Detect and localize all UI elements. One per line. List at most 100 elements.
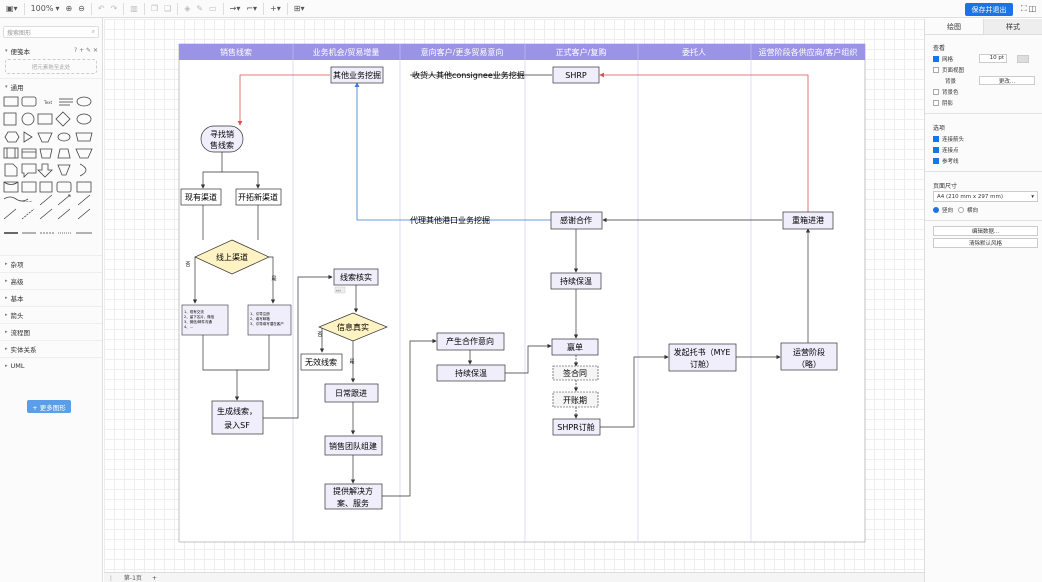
zoom-out-icon[interactable]: ⊖ <box>78 4 85 13</box>
section-misc[interactable]: ▸杂项 <box>0 255 102 272</box>
node-ops-shape[interactable] <box>780 342 838 371</box>
node-shrp-shape[interactable] <box>552 66 600 84</box>
left-list-4: 4、... <box>184 325 193 329</box>
save-and-exit-button[interactable]: 保存并退出 <box>965 3 1013 16</box>
tab-style[interactable]: 样式 <box>983 19 1042 34</box>
scratchpad-actions-icon[interactable]: ? + ✎ ✕ <box>74 47 98 54</box>
node-keep1: 持续保温 <box>455 368 487 378</box>
node-keep1-shape[interactable] <box>436 364 506 382</box>
connection-arrows-row: 连接箭头 <box>925 133 1042 144</box>
shadow-icon[interactable]: ▭ <box>209 4 217 13</box>
lane-opportunity: 业务机会/贸易增量 <box>313 47 380 57</box>
node-ops-l2: （略） <box>797 359 821 369</box>
node-verify-shape[interactable] <box>333 268 379 286</box>
node-return-shape[interactable] <box>782 211 834 230</box>
bg-color-row: 背景色 <box>925 86 1042 97</box>
redo-icon[interactable]: ↷ <box>110 4 118 13</box>
node-real: 信息真实 <box>337 322 369 332</box>
shape-search[interactable]: 搜索图形 ⌕ <box>3 26 99 38</box>
undo-icon[interactable]: ↶ <box>97 4 105 13</box>
node-won: 赢单 <box>567 342 583 352</box>
scratchpad-header[interactable]: ▾ 便笺本 ? + ✎ ✕ <box>5 47 98 56</box>
add-page-icon[interactable]: + <box>151 575 157 582</box>
node-follow-shape[interactable] <box>324 383 379 403</box>
node-edit-tag-shape <box>334 286 346 294</box>
more-shapes-button[interactable]: + 更多图形 <box>27 400 71 413</box>
zoom-in-icon[interactable]: ⊕ <box>65 4 73 13</box>
scratchpad-dropzone[interactable]: 把元素拖至此处 <box>5 59 97 74</box>
node-generate-l2: 录入SF <box>224 421 250 430</box>
label-yes: 是 <box>271 276 276 282</box>
node-new-channel-shape[interactable] <box>235 188 282 206</box>
change-background-button[interactable]: 更改... <box>979 76 1035 85</box>
clear-default-style-button[interactable]: 清除默认风格 <box>933 238 1038 248</box>
to-front-icon[interactable]: ❐ <box>150 4 159 13</box>
guides-checkbox[interactable] <box>933 157 939 164</box>
node-left-list-shape[interactable] <box>181 304 229 336</box>
paper-size-select[interactable]: A4 (210 mm x 297 mm)▾ <box>933 191 1038 202</box>
connection-points-row: 连接点 <box>925 144 1042 155</box>
connection-style-icon[interactable]: →▾ <box>229 4 241 13</box>
insert-icon[interactable]: +▾ <box>270 4 281 13</box>
portrait-radio[interactable] <box>933 206 939 213</box>
node-shpr-shape[interactable] <box>552 418 601 436</box>
bg-color-checkbox[interactable] <box>933 88 939 95</box>
section-general[interactable]: ▾通用 <box>0 78 102 95</box>
node-right-list-shape[interactable] <box>247 304 292 336</box>
shadow-checkbox[interactable] <box>933 99 939 106</box>
section-advanced[interactable]: ▸高级 <box>0 272 102 289</box>
node-online-shape[interactable] <box>194 239 270 275</box>
table-icon[interactable]: ⊞▾ <box>293 4 305 13</box>
section-arrows[interactable]: ▸箭头 <box>0 306 102 323</box>
tab-diagram[interactable]: 绘图 <box>947 22 961 31</box>
delete-icon[interactable]: ▥ <box>130 4 138 13</box>
grid-color-swatch[interactable] <box>1017 54 1029 63</box>
node-generate-shape[interactable] <box>211 400 264 435</box>
node-other-biz: 其他业务挖掘 <box>333 70 381 80</box>
grid-checkbox[interactable] <box>933 55 939 62</box>
shape-palette[interactable]: Text <box>0 95 103 255</box>
line-color-icon[interactable]: ✎ <box>196 4 204 13</box>
node-real-shape[interactable] <box>318 312 388 342</box>
right-list-1: 1、引导注册 <box>250 311 270 316</box>
node-contract-shape[interactable] <box>552 365 599 381</box>
section-uml[interactable]: ▸UML <box>0 357 102 374</box>
fullscreen-icon[interactable]: ⛶◫ <box>1021 4 1039 13</box>
page-view-checkbox[interactable] <box>933 66 939 73</box>
landscape-radio[interactable] <box>958 206 965 213</box>
drawing-canvas[interactable]: 销售线索 业务机会/贸易增量 意向客户/更多贸易意向 正式客户/复购 委托人 运… <box>104 19 924 572</box>
node-invalid-shape[interactable] <box>300 353 343 371</box>
page-view-row: 页面视图 <box>925 64 1042 75</box>
node-intent-shape[interactable] <box>436 332 505 351</box>
fill-color-icon[interactable]: ◈ <box>184 4 191 13</box>
zoom-level[interactable]: 100%▾ <box>30 4 60 13</box>
node-account-shape[interactable] <box>552 391 599 408</box>
grid-size-input[interactable]: 10 pt <box>979 54 1007 63</box>
left-list-2: 2、留下名片、微信 <box>184 314 215 319</box>
node-team-shape[interactable] <box>324 435 383 456</box>
node-follow: 日常跟进 <box>335 389 367 398</box>
node-thanks-shape[interactable] <box>550 211 603 230</box>
pages-menu-icon[interactable]: ⋮ <box>108 575 114 582</box>
node-book-shape[interactable] <box>668 343 737 372</box>
sidebar-toggle-icon[interactable]: ▣▾ <box>6 4 18 13</box>
edge-label-port: 代理其他港口业务挖掘 <box>410 215 490 225</box>
node-verify: 线索核实 <box>340 272 372 282</box>
node-won-shape[interactable] <box>551 338 599 356</box>
edit-data-button[interactable]: 编辑数据... <box>933 226 1038 236</box>
node-solution-shape[interactable] <box>324 483 383 510</box>
node-other-biz-shape[interactable] <box>330 66 384 84</box>
node-keep2-shape[interactable] <box>550 272 602 290</box>
section-flowchart[interactable]: ▸流程图 <box>0 323 102 340</box>
node-find-leads-shape[interactable] <box>200 125 244 153</box>
section-er[interactable]: ▸实体关系 <box>0 340 102 357</box>
connection-points-checkbox[interactable] <box>933 146 939 153</box>
connection-arrows-checkbox[interactable] <box>933 135 939 142</box>
to-back-icon[interactable]: ❏ <box>164 4 172 13</box>
waypoints-icon[interactable]: ⌐▾ <box>246 4 258 13</box>
node-find-leads-l2: 售线索 <box>210 140 234 150</box>
section-basic[interactable]: ▸基本 <box>0 289 102 306</box>
node-existing-shape[interactable] <box>180 188 222 206</box>
page-tab[interactable]: 第-1页 <box>123 575 142 582</box>
node-intent: 产生合作意向 <box>446 336 494 346</box>
